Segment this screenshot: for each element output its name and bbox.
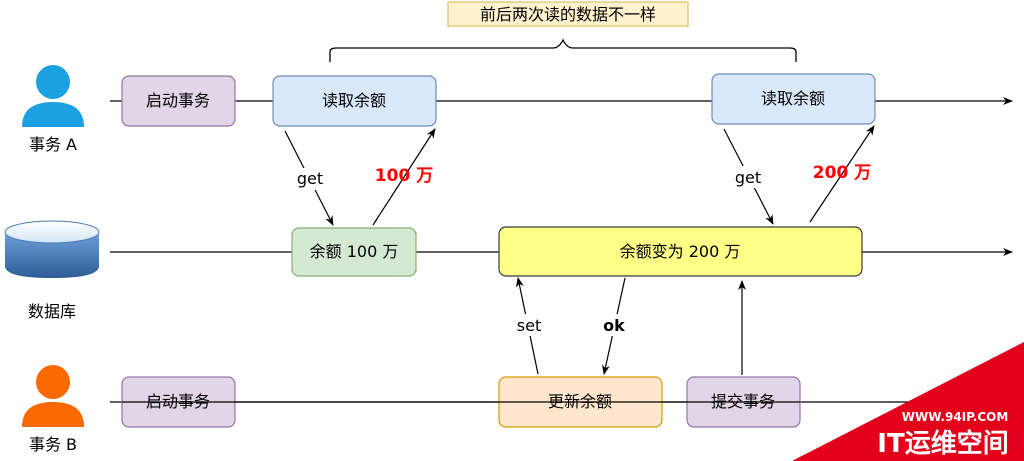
actor-label-db: 数据库 [28, 302, 76, 321]
svg-text:余额变为 200 万: 余额变为 200 万 [620, 242, 741, 261]
actor-label-tx-b: 事务 B [29, 435, 77, 454]
database-icon [4, 220, 100, 278]
box-b-commit-label: 提交事务 [711, 392, 775, 411]
svg-text:启动事务: 启动事务 [146, 91, 210, 110]
label-get-1: get [297, 169, 323, 188]
box-b-start-label: 启动事务 [146, 392, 210, 411]
title-banner: 前后两次读的数据不一样 [447, 1, 689, 27]
box-a-start: 启动事务 [121, 75, 236, 127]
box-db-balance-1: 余额 100 万 [291, 227, 417, 277]
diagram-title: 前后两次读的数据不一样 [480, 5, 656, 24]
watermark-name: IT运维空间 [877, 428, 1008, 459]
box-a-read-1: 读取余额 [272, 75, 437, 127]
person-icon-tx-b [22, 365, 84, 427]
svg-text:读取余额: 读取余额 [761, 89, 825, 108]
arrow-return-1 [372, 128, 436, 226]
svg-text:余额 100 万: 余额 100 万 [310, 242, 399, 261]
actor-label-tx-a: 事务 A [29, 135, 77, 154]
watermark-url: WWW.94IP.COM [902, 410, 1009, 424]
label-ok: ok [603, 316, 625, 335]
arrow-return-2 [809, 125, 875, 223]
box-a-read-2: 读取余额 [711, 73, 876, 125]
watermark: WWW.94IP.COM IT运维空间 [792, 342, 1024, 461]
label-get-2: get [735, 168, 761, 187]
box-db-balance-2: 余额变为 200 万 [498, 226, 863, 277]
label-set: set [517, 316, 541, 335]
label-value-2: 200 万 [813, 163, 871, 183]
person-icon-tx-a [22, 65, 84, 127]
svg-text:读取余额: 读取余额 [322, 91, 386, 110]
box-b-update-label: 更新余额 [548, 392, 612, 411]
brace [329, 38, 797, 62]
label-value-1: 100 万 [375, 166, 433, 186]
